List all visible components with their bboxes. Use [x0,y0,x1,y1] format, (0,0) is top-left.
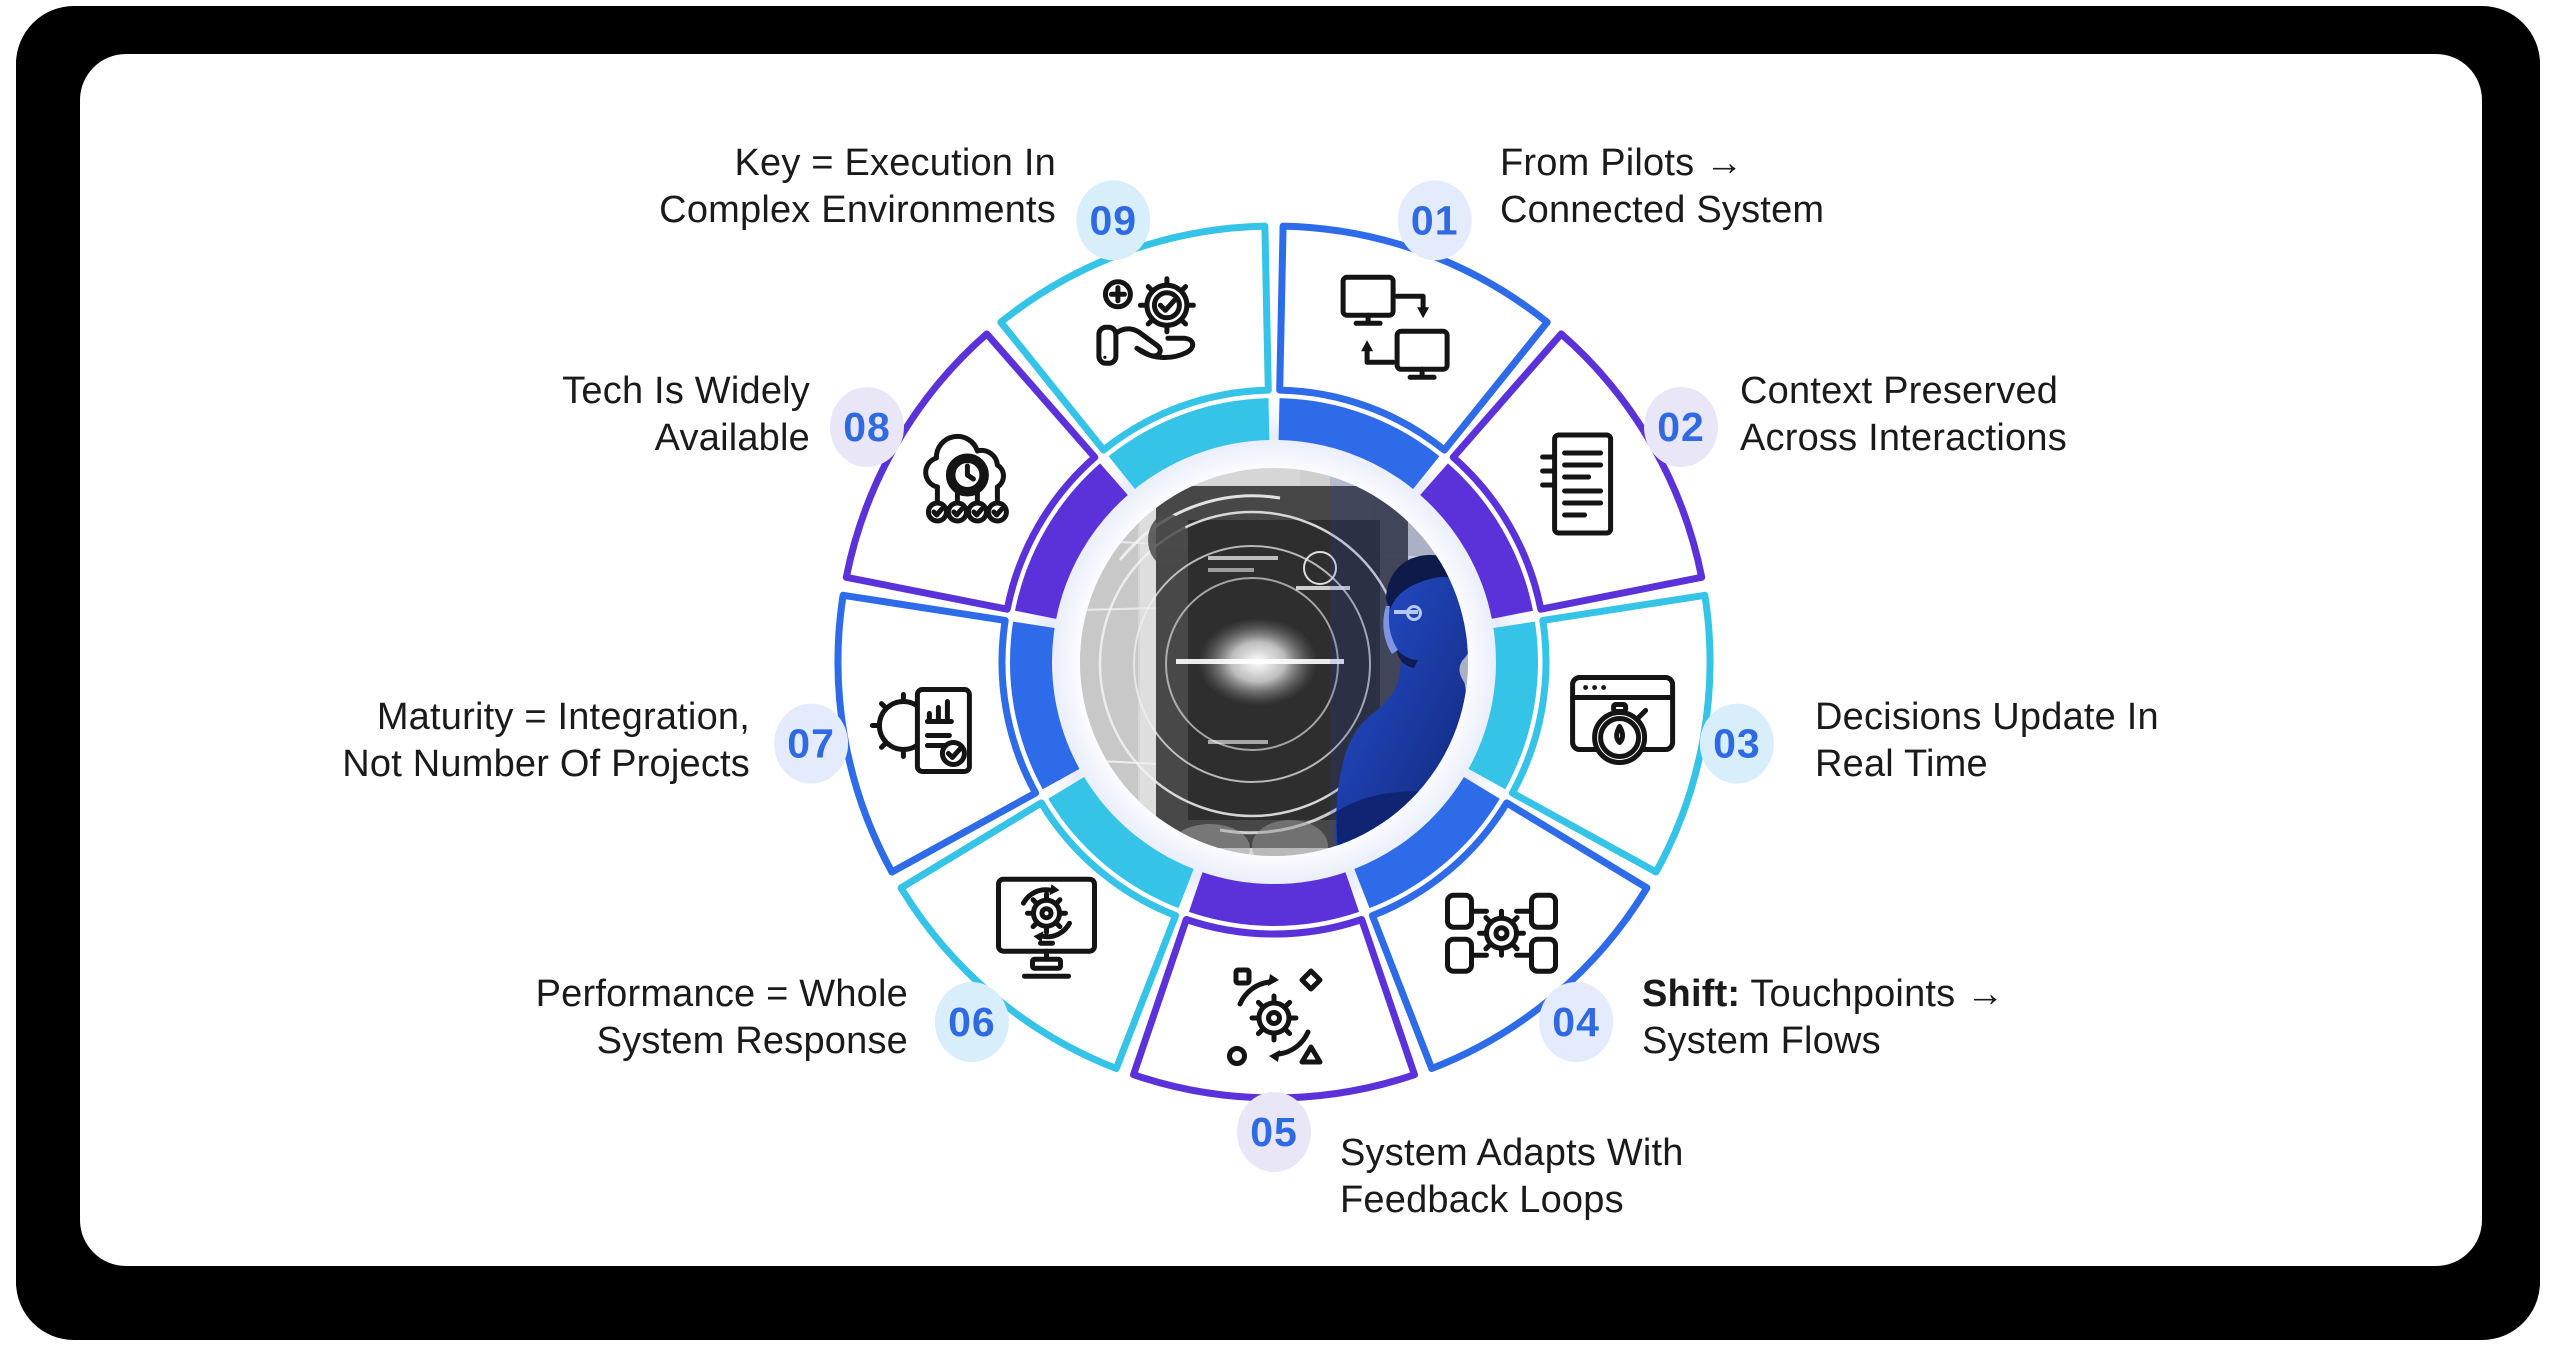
segment-number: 04 [1552,999,1600,1045]
segment-number: 06 [948,999,996,1045]
floating-orb [1148,514,1188,566]
segment-number: 03 [1713,721,1761,767]
hand-gear-icon [1096,276,1196,366]
segment-petal-02 [1449,330,1706,613]
segment-band-08 [1015,463,1128,619]
segment-band-06 [1048,777,1194,909]
segment-number: 05 [1250,1109,1298,1155]
document-icon [1540,432,1614,536]
stopwatch-browser-icon [1570,675,1676,765]
segment-badge-01: 01 [1397,180,1472,261]
segment-band-02 [1420,463,1533,619]
wheel-layer: 01 02 03 04 05 06 07 08 09 [774,180,1774,1172]
gear-report-icon [869,687,972,774]
segment-band-05 [1188,872,1360,926]
segment-number: 09 [1089,197,1137,243]
segment-badge-05: 05 [1237,1092,1311,1172]
segment-band-07 [1010,621,1080,790]
segment-badge-04: 04 [1539,982,1614,1062]
adaptive-gear-icon [1227,967,1323,1066]
segment-band-09 [1108,398,1270,489]
segment-petal-05 [1130,916,1418,1102]
segment-badge-03: 03 [1699,703,1774,784]
segment-number: 01 [1411,197,1459,243]
segment-band-04 [1354,777,1500,909]
light-streak [1176,659,1344,664]
segment-badge-08: 08 [830,387,904,467]
segment-badge-09: 09 [1076,180,1151,261]
cloud-clock-icon [923,433,1009,524]
workflow-gear-icon [1445,892,1558,974]
segment-badge-07: 07 [774,703,849,784]
computers-transfer-icon [1340,274,1450,380]
segment-petal-01 [1276,222,1551,454]
segment-badge-06: 06 [934,982,1009,1062]
monitor-sync-icon [996,876,1097,979]
segment-badge-02: 02 [1644,387,1718,467]
segment-number: 02 [1657,404,1705,450]
segment-band-01 [1278,398,1440,489]
segment-number: 08 [843,404,891,450]
segment-number: 07 [787,721,835,767]
segment-band-03 [1468,621,1538,790]
segment-petal-09 [997,222,1272,454]
segment-petal-04 [1368,799,1651,1072]
